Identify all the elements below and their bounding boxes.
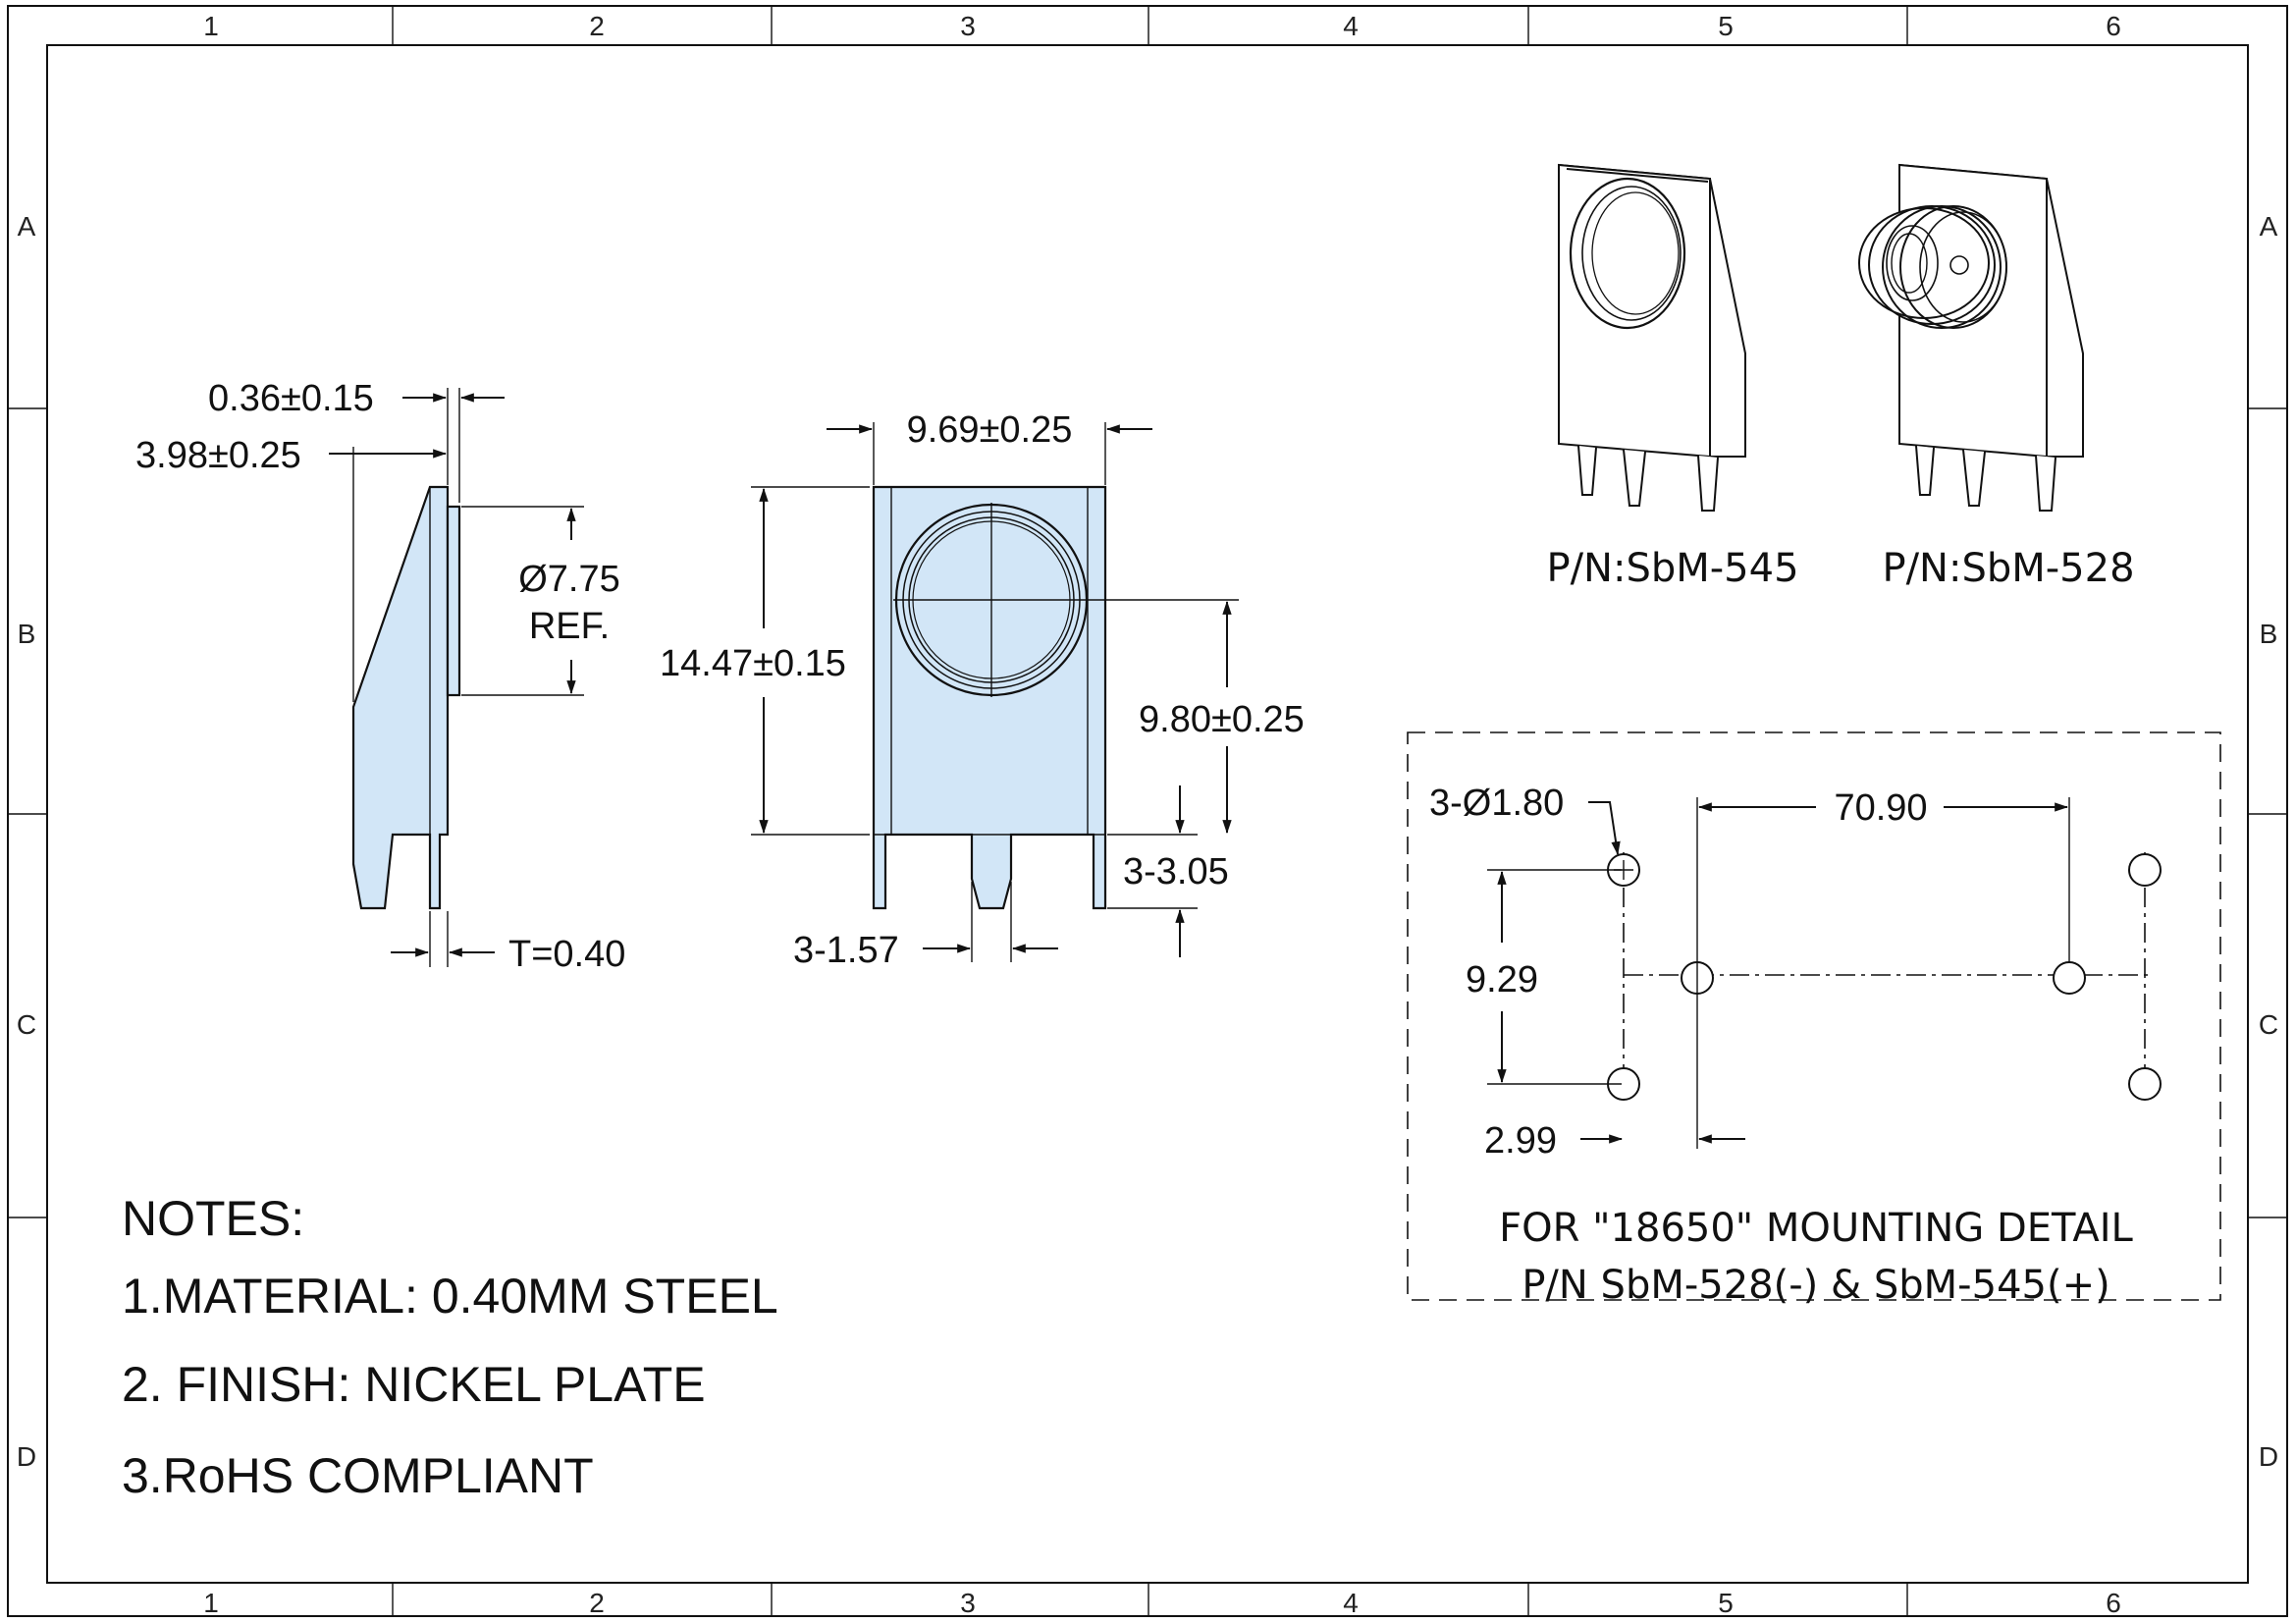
col-label: 6 [2106,11,2121,41]
dim-pin-length: 3-3.05 [1123,851,1229,893]
row-label: C [17,1009,36,1040]
front-view-body [872,485,1107,910]
dim-vertical: 9.29 [1466,959,1538,1001]
note-rohs: 3.RoHS COMPLIANT [122,1448,594,1503]
dim-width: 9.69±0.25 [907,409,1073,451]
col-label: 6 [2106,1588,2121,1618]
column-labels-top: 1 2 3 4 5 6 [203,11,2121,41]
column-labels-bottom: 1 2 3 4 5 6 [203,1588,2121,1618]
notes-block: NOTES: 1.MATERIAL: 0.40MM STEEL 2. FINIS… [122,1191,778,1503]
iso-pin [1962,449,1986,507]
iso-view-sbm-545: P/N:SbM-545 [1546,163,1799,591]
row-label: B [18,619,36,649]
mounting-hole [2128,853,2162,887]
col-label: 1 [203,1588,219,1618]
col-label: 5 [1718,11,1734,41]
iso-view-sbm-528: P/N:SbM-528 [1858,163,2135,591]
iso-front-plate [1558,163,1711,459]
row-label: D [17,1441,36,1472]
dim-thickness: T=0.40 [508,934,625,975]
mounting-detail: 3-Ø1.80 70.90 9.29 2.99 FOR "18650" MOUN… [1407,731,2221,1308]
col-label: 2 [589,1588,605,1618]
col-label: 4 [1343,11,1359,41]
iso-button [1569,177,1686,330]
dim-spacing: 70.90 [1834,787,1927,829]
iso-pin [1623,449,1646,507]
dim-pin-width: 3-1.57 [793,930,899,971]
col-label: 3 [960,11,976,41]
leader-arrow [1588,801,1621,856]
col-label: 3 [960,1588,976,1618]
iso-pin [2035,455,2056,512]
notes-title: NOTES: [122,1191,304,1246]
row-label: A [2260,211,2278,242]
side-view: 0.36±0.15 3.98±0.25 Ø7.75 REF. T=0.40 [135,378,625,975]
row-label: A [18,211,36,242]
dim-center-height: 9.80±0.25 [1139,699,1305,740]
mounting-caption-title: FOR "18650" MOUNTING DETAIL [1499,1206,2133,1251]
col-label: 1 [203,11,219,41]
mounting-detail-border [1407,731,2221,1301]
row-label: C [2259,1009,2278,1040]
iso-pin [1915,445,1935,496]
dim-offset: 2.99 [1484,1120,1557,1162]
dim-diameter-ref: REF. [529,606,610,647]
dim-hole-dia: 3-Ø1.80 [1429,783,1564,824]
note-finish: 2. FINISH: NICKEL PLATE [122,1357,706,1412]
drawing-frame: 1 2 3 4 5 6 1 2 3 4 5 6 A B C D A B C D [7,5,2288,1618]
dim-height: 14.47±0.15 [660,643,846,684]
mounting-caption-parts: P/N SbM-528(-) & SbM-545(+) [1522,1263,2109,1308]
row-dividers [8,407,2287,1218]
spring-coil [1858,205,2007,329]
side-view-body [351,485,450,910]
dim-depth: 3.98±0.25 [135,435,301,476]
dim-tab-thickness: 0.36±0.15 [208,378,374,419]
dim-diameter: Ø7.75 [518,559,620,600]
row-labels-right: A B C D [2259,211,2278,1472]
row-labels-left: A B C D [17,211,36,1472]
column-dividers [392,6,1908,1616]
front-view: 9.69±0.25 14.47±0.15 9.80±0.25 3-3.05 3-… [660,409,1305,971]
iso-label-528: P/N:SbM-528 [1882,546,2134,591]
row-label: B [2260,619,2278,649]
mounting-hole [2128,1067,2162,1101]
col-label: 4 [1343,1588,1359,1618]
iso-pin [1697,455,1719,512]
iso-pin [1577,445,1597,496]
col-label: 2 [589,11,605,41]
side-view-button [446,505,461,697]
col-label: 5 [1718,1588,1734,1618]
mounting-hole [2053,961,2086,995]
row-label: D [2259,1441,2278,1472]
iso-label-545: P/N:SbM-545 [1546,546,1798,591]
note-material: 1.MATERIAL: 0.40MM STEEL [122,1269,778,1324]
